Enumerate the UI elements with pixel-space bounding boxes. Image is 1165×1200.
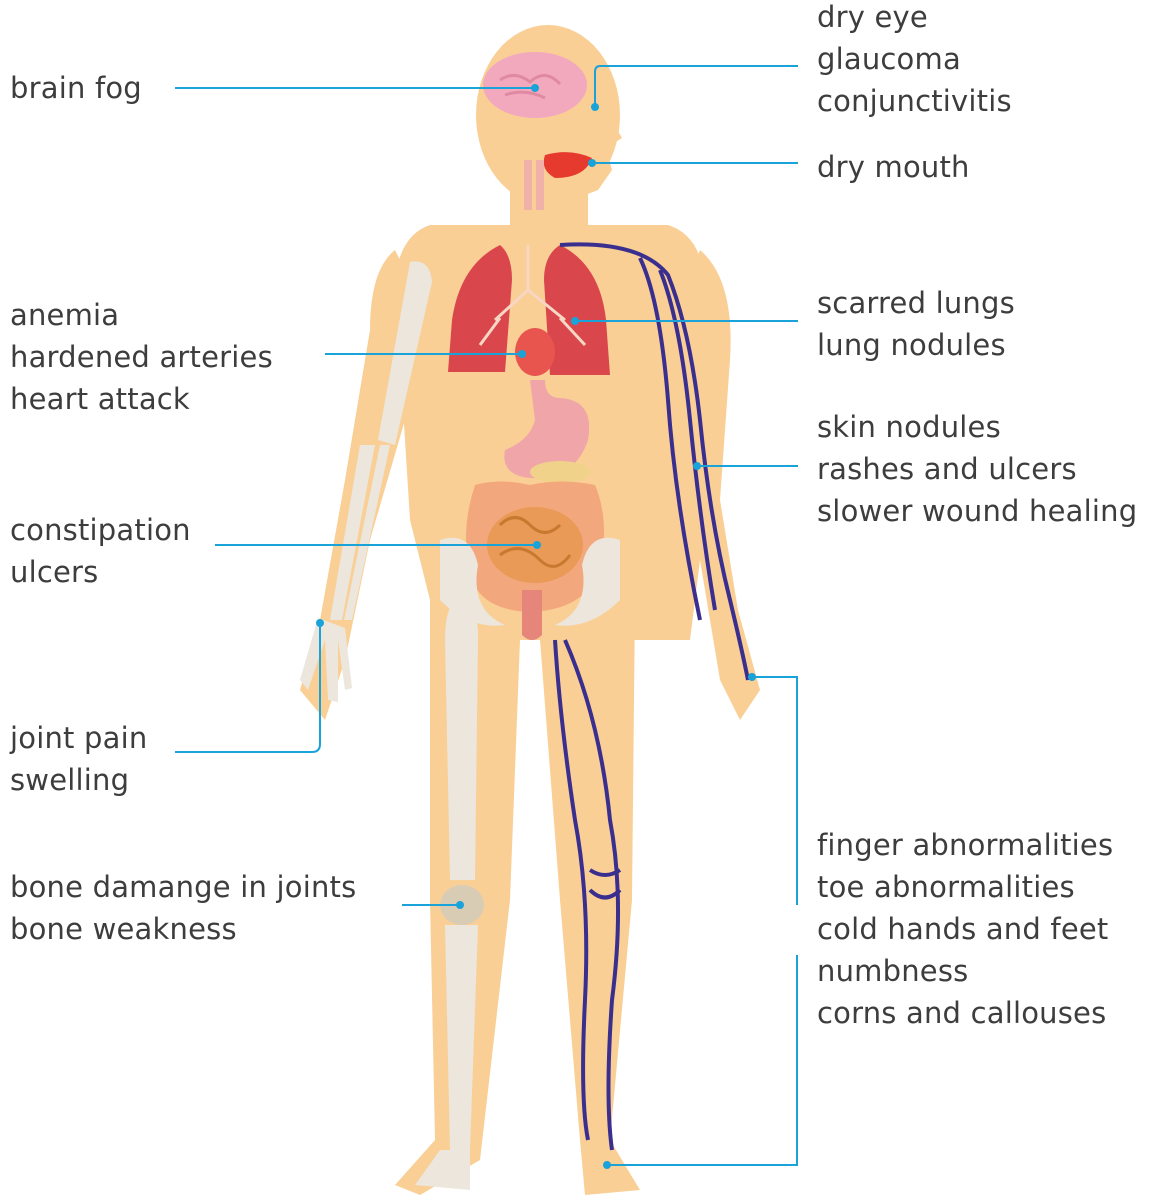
left-leg-shape bbox=[540, 600, 640, 1195]
joints-label-line: swelling bbox=[10, 759, 147, 801]
bones-label: bone damange in joints bone weakness bbox=[10, 866, 356, 950]
brain-dot bbox=[531, 84, 539, 92]
skin-label-line: skin nodules bbox=[817, 406, 1137, 448]
eyes-label-line: glaucoma bbox=[817, 38, 1012, 80]
eyes-label-line: conjunctivitis bbox=[817, 80, 1012, 122]
heart-label-line: hardened arteries bbox=[10, 336, 273, 378]
eyes-label: dry eye glaucoma conjunctivitis bbox=[817, 0, 1012, 122]
brain-label-line: brain fog bbox=[10, 67, 142, 109]
lungs-label-line: lung nodules bbox=[817, 324, 1015, 366]
extremities-label-line: finger abnormalities bbox=[817, 824, 1113, 866]
femur-bone bbox=[445, 600, 478, 880]
brain-label: brain fog bbox=[10, 67, 142, 109]
extremities-leader-bottom bbox=[607, 955, 797, 1165]
skin-label-line: slower wound healing bbox=[817, 490, 1137, 532]
joints-leader-line bbox=[175, 623, 320, 752]
bones-label-line: bone weakness bbox=[10, 908, 356, 950]
finger-dot bbox=[748, 673, 756, 681]
heart-label-line: heart attack bbox=[10, 378, 273, 420]
mouth-dot bbox=[588, 159, 596, 167]
wrist-dot bbox=[316, 619, 324, 627]
skin-label: skin nodules rashes and ulcers slower wo… bbox=[817, 406, 1137, 532]
bones-label-line: bone damange in joints bbox=[10, 866, 356, 908]
extremities-label-line: numbness bbox=[817, 950, 1113, 992]
extremities-label-line: cold hands and feet bbox=[817, 908, 1113, 950]
heart-label-line: anemia bbox=[10, 294, 273, 336]
lungs-label-line: scarred lungs bbox=[817, 282, 1015, 324]
extremities-label-line: toe abnormalities bbox=[817, 866, 1113, 908]
mouth-label-line: dry mouth bbox=[817, 146, 970, 188]
skin-dot bbox=[693, 462, 701, 470]
mouth-label: dry mouth bbox=[817, 146, 970, 188]
digestive-label: constipation ulcers bbox=[10, 509, 191, 593]
joints-label: joint pain swelling bbox=[10, 717, 147, 801]
digestive-label-line: constipation bbox=[10, 509, 191, 551]
knee-dot bbox=[456, 901, 464, 909]
extremities-label-line: corns and callouses bbox=[817, 992, 1113, 1034]
lungs-dot bbox=[571, 317, 579, 325]
lungs-label: scarred lungs lung nodules bbox=[817, 282, 1015, 366]
eyes-label-line: dry eye bbox=[817, 0, 1012, 38]
extremities-leader-top bbox=[755, 677, 797, 905]
joints-label-line: joint pain bbox=[10, 717, 147, 759]
pancreas-organ bbox=[530, 461, 590, 483]
heart-dot bbox=[518, 350, 526, 358]
heart-label: anemia hardened arteries heart attack bbox=[10, 294, 273, 420]
skin-label-line: rashes and ulcers bbox=[817, 448, 1137, 490]
toe-dot bbox=[603, 1161, 611, 1169]
eye-dot bbox=[591, 103, 599, 111]
eyes-leader-line bbox=[595, 66, 798, 105]
digestive-label-line: ulcers bbox=[10, 551, 191, 593]
extremities-label: finger abnormalities toe abnormalities c… bbox=[817, 824, 1113, 1034]
rectum-shape bbox=[522, 590, 542, 640]
intestine-dot bbox=[533, 541, 541, 549]
